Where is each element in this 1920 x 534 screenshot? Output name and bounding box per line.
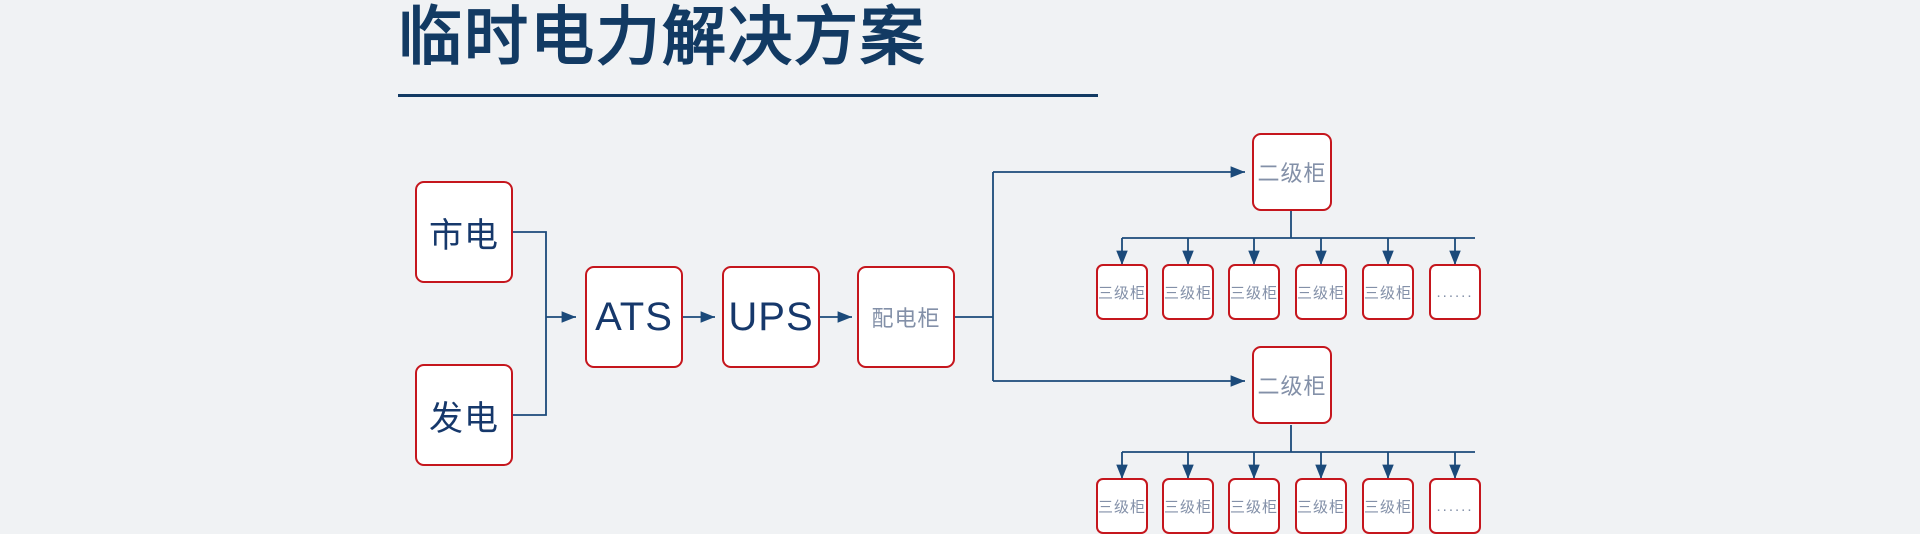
node-tertiary-cabinet-bottom-5[interactable]: 三级柜 <box>1362 478 1414 534</box>
node-tertiary-cabinet-bottom-4[interactable]: 三级柜 <box>1295 478 1347 534</box>
node-tertiary-cabinet-top-more-label: ...... <box>1436 283 1474 301</box>
node-tertiary-cabinet-bottom-more-label: ...... <box>1436 497 1474 515</box>
node-secondary-cabinet-bottom[interactable]: 二级柜 <box>1252 346 1332 424</box>
title-underline-rule <box>398 94 1098 97</box>
node-ats[interactable]: ATS <box>585 266 683 368</box>
node-ups-label: UPS <box>728 294 814 339</box>
node-tertiary-cabinet-bottom-2[interactable]: 三级柜 <box>1162 478 1214 534</box>
page-title: 临时电力解决方案 <box>398 1 926 73</box>
node-secondary-cabinet-top[interactable]: 二级柜 <box>1252 133 1332 211</box>
node-tertiary-cabinet-bottom-more[interactable]: ...... <box>1429 478 1481 534</box>
node-tertiary-cabinet-top-1-label: 三级柜 <box>1098 284 1147 302</box>
node-tertiary-cabinet-bottom-2-label: 三级柜 <box>1164 498 1213 516</box>
title-block: 临时电力解决方案 <box>398 0 1098 120</box>
node-tertiary-cabinet-bottom-4-label: 三级柜 <box>1297 498 1346 516</box>
node-ats-label: ATS <box>595 294 673 339</box>
node-generator-label: 发电 <box>429 399 499 438</box>
node-tertiary-cabinet-top-more[interactable]: ...... <box>1429 264 1481 320</box>
node-tertiary-cabinet-top-4[interactable]: 三级柜 <box>1295 264 1347 320</box>
node-tertiary-cabinet-top-3-label: 三级柜 <box>1230 284 1279 302</box>
node-tertiary-cabinet-bottom-1[interactable]: 三级柜 <box>1096 478 1148 534</box>
node-distribution-cabinet-label: 配电柜 <box>871 306 941 331</box>
node-mains[interactable]: 市电 <box>415 181 513 283</box>
node-tertiary-cabinet-top-5-label: 三级柜 <box>1364 284 1413 302</box>
node-tertiary-cabinet-top-2[interactable]: 三级柜 <box>1162 264 1214 320</box>
node-secondary-cabinet-bottom-label: 二级柜 <box>1257 374 1327 399</box>
node-tertiary-cabinet-bottom-3[interactable]: 三级柜 <box>1228 478 1280 534</box>
node-generator[interactable]: 发电 <box>415 364 513 466</box>
node-distribution-cabinet[interactable]: 配电柜 <box>857 266 955 368</box>
node-tertiary-cabinet-top-1[interactable]: 三级柜 <box>1096 264 1148 320</box>
node-tertiary-cabinet-top-4-label: 三级柜 <box>1297 284 1346 302</box>
node-tertiary-cabinet-top-3[interactable]: 三级柜 <box>1228 264 1280 320</box>
node-mains-label: 市电 <box>429 216 499 255</box>
node-tertiary-cabinet-bottom-3-label: 三级柜 <box>1230 498 1279 516</box>
node-secondary-cabinet-top-label: 二级柜 <box>1257 161 1327 186</box>
node-tertiary-cabinet-top-2-label: 三级柜 <box>1164 284 1213 302</box>
node-tertiary-cabinet-top-5[interactable]: 三级柜 <box>1362 264 1414 320</box>
node-ups[interactable]: UPS <box>722 266 820 368</box>
node-tertiary-cabinet-bottom-1-label: 三级柜 <box>1098 498 1147 516</box>
node-tertiary-cabinet-bottom-5-label: 三级柜 <box>1364 498 1413 516</box>
